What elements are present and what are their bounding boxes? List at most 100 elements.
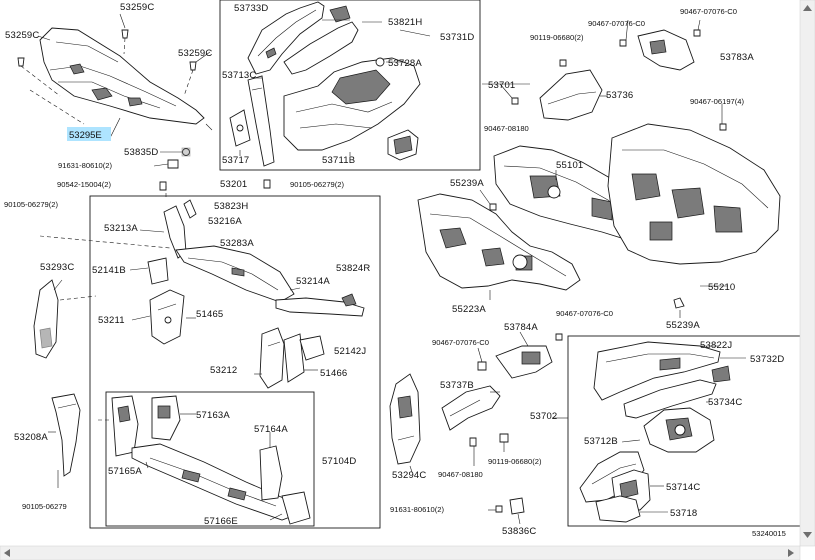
apron-53734c-part[interactable] xyxy=(643,407,715,453)
bracket-52142j-part[interactable] xyxy=(299,335,325,361)
bracket-52141b-part[interactable] xyxy=(147,257,169,285)
side-panel-53293c-part[interactable] xyxy=(33,279,59,359)
part-label-highlighted[interactable]: 53295E xyxy=(69,130,102,141)
apron-53712b-part[interactable] xyxy=(579,451,645,503)
part-label[interactable]: 55210 xyxy=(708,282,735,293)
part-label[interactable]: 90542-15004(2) xyxy=(57,180,112,189)
part-label[interactable]: 53702 xyxy=(530,411,557,422)
support-53212-part[interactable] xyxy=(259,327,305,389)
part-label[interactable]: 53732D xyxy=(750,354,784,365)
part-label[interactable]: 53293C xyxy=(40,262,74,273)
part-label[interactable]: 53714C xyxy=(666,482,700,493)
part-label[interactable]: 53784A xyxy=(504,322,538,333)
front-apron-part[interactable] xyxy=(283,57,421,151)
apron-bracket-part[interactable] xyxy=(387,129,419,161)
upper-side-member-part[interactable] xyxy=(247,1,325,75)
part-label[interactable]: 53717 xyxy=(222,155,249,166)
part-label[interactable]: 90467-08180 xyxy=(438,470,483,479)
part-label[interactable]: 90119-06680(2) xyxy=(530,33,584,42)
part-label[interactable]: 90119-06680(2) xyxy=(488,457,542,466)
part-label[interactable]: 51465 xyxy=(196,309,223,320)
dash-panel-insulator-55223a-part[interactable] xyxy=(417,193,581,291)
part-label[interactable]: 52141B xyxy=(92,265,126,276)
part-label[interactable]: 57163A xyxy=(196,410,230,421)
part-label[interactable]: 53259C xyxy=(178,48,212,59)
apron-lower-53294c-part[interactable] xyxy=(389,373,421,465)
part-label[interactable]: 53712B xyxy=(584,436,618,447)
part-label[interactable]: 90467-06197(4) xyxy=(690,97,745,106)
part-label[interactable]: 90105-06279(2) xyxy=(290,180,345,189)
hood-lock-support-part[interactable] xyxy=(175,245,295,303)
part-label[interactable]: 91631-80610(2) xyxy=(58,161,113,170)
part-label[interactable]: 53212 xyxy=(210,365,237,376)
part-label[interactable]: 53821H xyxy=(388,17,422,28)
part-label[interactable]: 90467-07076-C0 xyxy=(556,309,613,318)
part-label[interactable]: 90467-07076-C0 xyxy=(680,7,737,16)
part-label[interactable]: 53294C xyxy=(392,470,426,481)
part-label[interactable]: 53201 xyxy=(220,179,247,190)
part-label[interactable]: 53211 xyxy=(98,315,125,326)
vertical-scrollbar[interactable] xyxy=(799,0,815,547)
part-label[interactable]: 57104D xyxy=(322,456,356,467)
part-label[interactable]: 55239A xyxy=(666,320,700,331)
dash-panel-55210-part[interactable] xyxy=(607,123,781,265)
bracket-53783a-part[interactable] xyxy=(637,29,695,71)
part-label[interactable]: 53208A xyxy=(14,432,48,443)
apron-53784a-part[interactable] xyxy=(495,345,553,379)
dash-panel-55101-part[interactable] xyxy=(493,145,651,241)
scroll-up-arrow-icon[interactable] xyxy=(803,5,812,11)
part-label[interactable]: 53711B xyxy=(322,155,355,166)
part-label[interactable]: 53713C xyxy=(222,70,256,81)
part-label[interactable]: 53783A xyxy=(720,52,754,63)
part-label[interactable]: 53824R xyxy=(336,263,370,274)
part-label[interactable]: 53733D xyxy=(234,3,268,14)
part-label[interactable]: 53734C xyxy=(708,397,742,408)
apron-reinforcement-53737b-part[interactable] xyxy=(441,385,501,431)
part-label[interactable]: 53701 xyxy=(488,80,515,91)
part-label[interactable]: 53216A xyxy=(208,216,242,227)
part-label[interactable]: 52142J xyxy=(334,346,366,357)
part-label[interactable]: 53835D xyxy=(124,147,158,158)
bracket-53718-part[interactable] xyxy=(595,495,641,523)
part-label[interactable]: 53731D xyxy=(440,32,474,43)
upper-rail-53822j-part[interactable] xyxy=(623,379,717,419)
part-label[interactable]: 53214A xyxy=(296,276,330,287)
part-label[interactable]: 90105-06279 xyxy=(22,502,67,511)
part-label[interactable]: 57166E xyxy=(204,516,238,527)
part-label[interactable]: 55239A xyxy=(450,178,484,189)
part-label[interactable]: 55223A xyxy=(452,304,486,315)
part-label[interactable]: 53283A xyxy=(220,238,254,249)
part-label[interactable]: 57164A xyxy=(254,424,288,435)
part-label[interactable]: 53836C xyxy=(502,526,536,537)
scroll-left-arrow-icon[interactable] xyxy=(4,549,10,557)
side-member-53732d-part[interactable] xyxy=(593,341,731,401)
side-rail-53208a-part[interactable] xyxy=(51,393,81,477)
radiator-support-upper-part[interactable] xyxy=(111,395,181,457)
part-label[interactable]: 53822J xyxy=(700,340,732,351)
part-label[interactable]: 53737B xyxy=(440,380,474,391)
radiator-support-side-part[interactable] xyxy=(259,445,311,525)
part-label[interactable]: 53718 xyxy=(670,508,697,519)
part-label[interactable]: 55101 xyxy=(556,160,583,171)
dash-insulator-53736-part[interactable] xyxy=(539,69,603,121)
part-label[interactable]: 53213A xyxy=(104,223,138,234)
side-member-vertical-part[interactable] xyxy=(247,75,275,167)
part-label[interactable]: 51466 xyxy=(320,368,347,379)
part-label[interactable]: 90467-07076-C0 xyxy=(432,338,489,347)
part-label[interactable]: 90467-07076-C0 xyxy=(588,19,645,28)
part-label[interactable]: 53728A xyxy=(388,58,422,69)
horizontal-scrollbar[interactable] xyxy=(0,545,801,560)
cowl-top-panel-part[interactable] xyxy=(39,27,205,125)
apron-reinforcement-part[interactable] xyxy=(283,5,359,75)
inner-bracket-part[interactable] xyxy=(229,109,251,147)
cross-member-part[interactable] xyxy=(275,293,365,317)
part-label[interactable]: 53736 xyxy=(606,90,633,101)
part-label[interactable]: 57165A xyxy=(108,466,142,477)
scroll-right-arrow-icon[interactable] xyxy=(788,549,794,557)
bumper-arm-left-part[interactable] xyxy=(149,289,185,345)
part-label[interactable]: 53823H xyxy=(214,201,248,212)
part-label[interactable]: 91631-80610(2) xyxy=(390,505,445,514)
part-label[interactable]: 90467-08180 xyxy=(484,124,529,133)
part-label[interactable]: 53259C xyxy=(120,2,154,13)
part-label[interactable]: 53259C xyxy=(5,30,39,41)
